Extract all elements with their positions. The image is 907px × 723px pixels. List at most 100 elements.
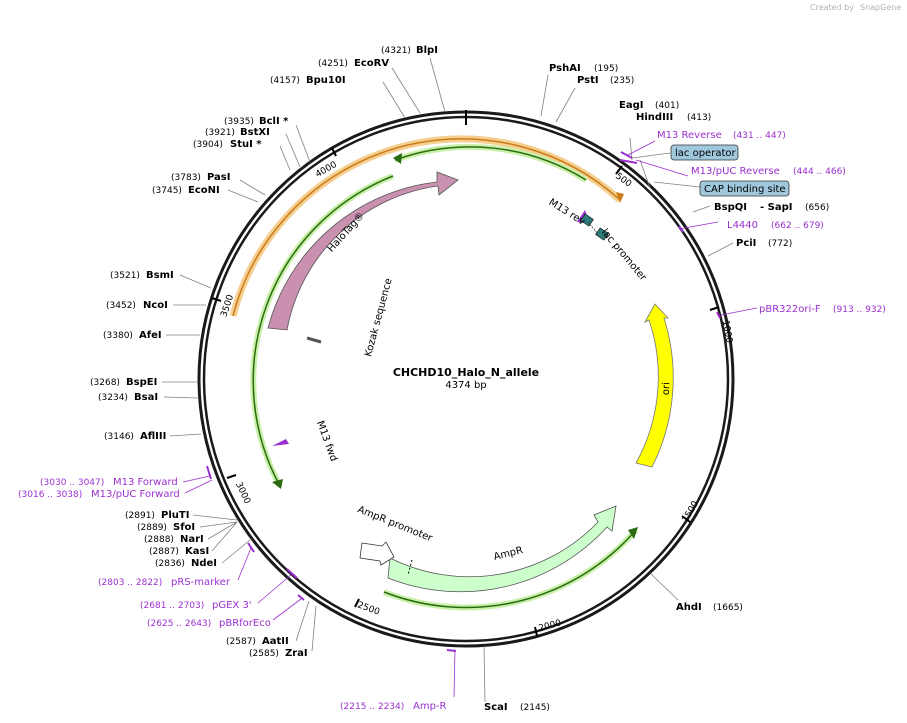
- plasmid-name: CHCHD10_Halo_N_allele: [393, 366, 539, 379]
- enzyme-bcli[interactable]: BclI *: [259, 116, 289, 127]
- watermark-text: Created by: [810, 3, 854, 12]
- enzyme-pos-ndei: (2836): [155, 559, 185, 569]
- enzyme-bspqi[interactable]: BspQI: [714, 202, 747, 213]
- enzyme-aatii[interactable]: AatII: [262, 636, 289, 647]
- enzyme-pos-pluti: (2891): [125, 511, 155, 521]
- enzyme-pasi[interactable]: PasI: [207, 172, 230, 183]
- cap-binding-site[interactable]: [595, 227, 609, 241]
- enzyme-pos-pasi: (3783): [171, 173, 201, 183]
- lac-operator-site[interactable]: [580, 213, 594, 227]
- m13-fwd-feature[interactable]: [272, 439, 289, 446]
- tick-mark: [615, 165, 623, 175]
- enzyme-sfoi[interactable]: SfoI: [173, 522, 195, 533]
- enzyme-stui[interactable]: StuI *: [230, 139, 262, 150]
- enzyme-zrai[interactable]: ZraI: [285, 648, 308, 659]
- primer-prs-marker[interactable]: pRS-marker: [171, 577, 231, 588]
- cap-site-leader: [653, 181, 701, 188]
- ampr-promoter-label: AmpR promoter: [356, 504, 435, 544]
- primer-range-pbr322ori-f: (913 .. 932): [833, 305, 886, 315]
- enzyme-scai[interactable]: ScaI: [484, 702, 508, 713]
- enzyme-bsai[interactable]: BsaI: [134, 392, 158, 403]
- primer-range-amp-r: (2215 .. 2234): [340, 702, 404, 712]
- enzyme-pos-pcii: (772): [768, 239, 792, 249]
- kozak-label: Kozak sequence: [363, 277, 395, 358]
- green-ampr-arc-glow: [382, 528, 639, 611]
- enzyme-kasi[interactable]: KasI: [185, 546, 209, 557]
- enzyme-pos-bsai: (3234): [98, 393, 128, 403]
- primer-m13-reverse[interactable]: M13 Reverse: [657, 130, 722, 141]
- enzyme-ecorv[interactable]: EcoRV: [354, 58, 389, 69]
- tick-mark: [681, 515, 691, 523]
- enzyme-blpi[interactable]: BlpI: [416, 45, 438, 56]
- enzyme-pos-afei: (3380): [103, 331, 133, 341]
- ampr-boundary: [407, 559, 413, 576]
- enzyme-pos-zrai: (2585): [249, 649, 279, 659]
- green-arc-arrowhead: [272, 479, 283, 489]
- enzyme-pluti[interactable]: PluTI: [161, 510, 189, 521]
- primer-range-m13-puc-forward: (3016 .. 3038): [18, 490, 82, 500]
- green-arc-arrowhead: [393, 153, 402, 164]
- enzyme-bsmi[interactable]: BsmI: [146, 270, 174, 281]
- enzyme-pos-ahdi: (1665): [713, 603, 743, 613]
- primer-pbrforeco[interactable]: pBRforEco: [219, 618, 271, 629]
- enzyme-ncoi[interactable]: NcoI: [143, 300, 168, 311]
- primer-pbr322ori-f[interactable]: pBR322ori-F: [759, 304, 821, 315]
- ori-label: ori: [661, 382, 672, 395]
- ampr-label: AmpR: [493, 545, 525, 563]
- enzyme-pos-ecorv: (4251): [318, 59, 348, 69]
- kozak-feature[interactable]: [306, 336, 322, 344]
- backbone-outer-ring: [197, 110, 735, 648]
- enzyme-pos-bspqi: (656): [805, 203, 829, 213]
- m13-fwd-label: M13 fwd: [314, 419, 339, 463]
- tick-mark: [211, 297, 222, 302]
- lac-promoter-feature[interactable]: [587, 221, 599, 235]
- enzyme-ndei[interactable]: NdeI: [191, 558, 217, 569]
- enzyme-afliii[interactable]: AflIII: [140, 431, 166, 442]
- enzyme-pcii[interactable]: PciI: [736, 238, 756, 249]
- position-ticks: 500 1000 1500 2000 2500 3000 3500 4000: [211, 147, 734, 637]
- enzyme-psti[interactable]: PstI: [577, 75, 599, 86]
- enzyme-pos-eagi: (401): [655, 101, 679, 111]
- lac-operator-label: lac operator: [675, 148, 736, 159]
- enzyme-labels: (4321) BlpI (4251) EcoRV (4157) Bpu10I (…: [90, 45, 829, 713]
- enzyme-ahdi[interactable]: AhdI: [676, 602, 702, 613]
- primer-labels: M13 Reverse (431 .. 447) M13/pUC Reverse…: [18, 130, 886, 712]
- primer-m13-forward[interactable]: M13 Forward: [113, 477, 178, 488]
- enzyme-eagi[interactable]: EagI: [619, 100, 643, 111]
- tick-label: 1000: [720, 319, 734, 344]
- enzyme-pos-blpi: (4321): [381, 46, 411, 56]
- enzyme-hindiii[interactable]: HindIII: [636, 112, 673, 123]
- enzyme-bstxi[interactable]: BstXI: [240, 127, 270, 138]
- enzyme-bspei[interactable]: BspEI: [126, 377, 157, 388]
- green-arc-arrowhead: [628, 527, 638, 539]
- green-orf-arc-left: [252, 175, 394, 487]
- primer-range-pgex3: (2681 .. 2703): [140, 601, 204, 611]
- primer-range-l4440: (662 .. 679): [771, 221, 824, 231]
- enzyme-pos-hindiii: (413): [687, 113, 711, 123]
- lac-operator-box[interactable]: [670, 144, 739, 161]
- primer-amp-r[interactable]: Amp-R: [413, 701, 447, 712]
- enzyme-pshai[interactable]: PshAI: [549, 63, 581, 74]
- enzyme-pos-psti: (235): [610, 76, 634, 86]
- enzyme-econi[interactable]: EcoNI: [188, 185, 220, 196]
- primer-pgex3[interactable]: pGEX 3': [212, 600, 252, 611]
- enzyme-afei[interactable]: AfeI: [139, 330, 162, 341]
- ampr-feature[interactable]: [387, 505, 617, 593]
- primer-m13-puc-forward[interactable]: M13/pUC Forward: [91, 489, 180, 500]
- enzyme-bpu10i[interactable]: Bpu10I: [306, 75, 346, 86]
- green-orf-arc-top: [394, 146, 587, 181]
- primer-l4440[interactable]: L4440: [727, 220, 758, 231]
- m13-rev-label: M13 rev: [547, 197, 587, 228]
- halotag-feature[interactable]: [267, 171, 459, 331]
- cap-binding-site-box[interactable]: [699, 180, 790, 197]
- tick-mark: [354, 598, 360, 608]
- enzyme-pos-stui: (3904): [193, 140, 223, 150]
- primer-m13-puc-reverse[interactable]: M13/pUC Reverse: [691, 166, 780, 177]
- ampr-promoter-feature[interactable]: [359, 541, 395, 566]
- enzyme-pos-bsmi: (3521): [110, 271, 140, 281]
- enzyme-pos-pshai: (195): [594, 64, 618, 74]
- enzyme-sapi[interactable]: - SapI: [760, 202, 792, 213]
- enzyme-nari[interactable]: NarI: [180, 534, 204, 545]
- ori-feature[interactable]: [635, 303, 674, 468]
- green-ampr-arc: [383, 529, 637, 609]
